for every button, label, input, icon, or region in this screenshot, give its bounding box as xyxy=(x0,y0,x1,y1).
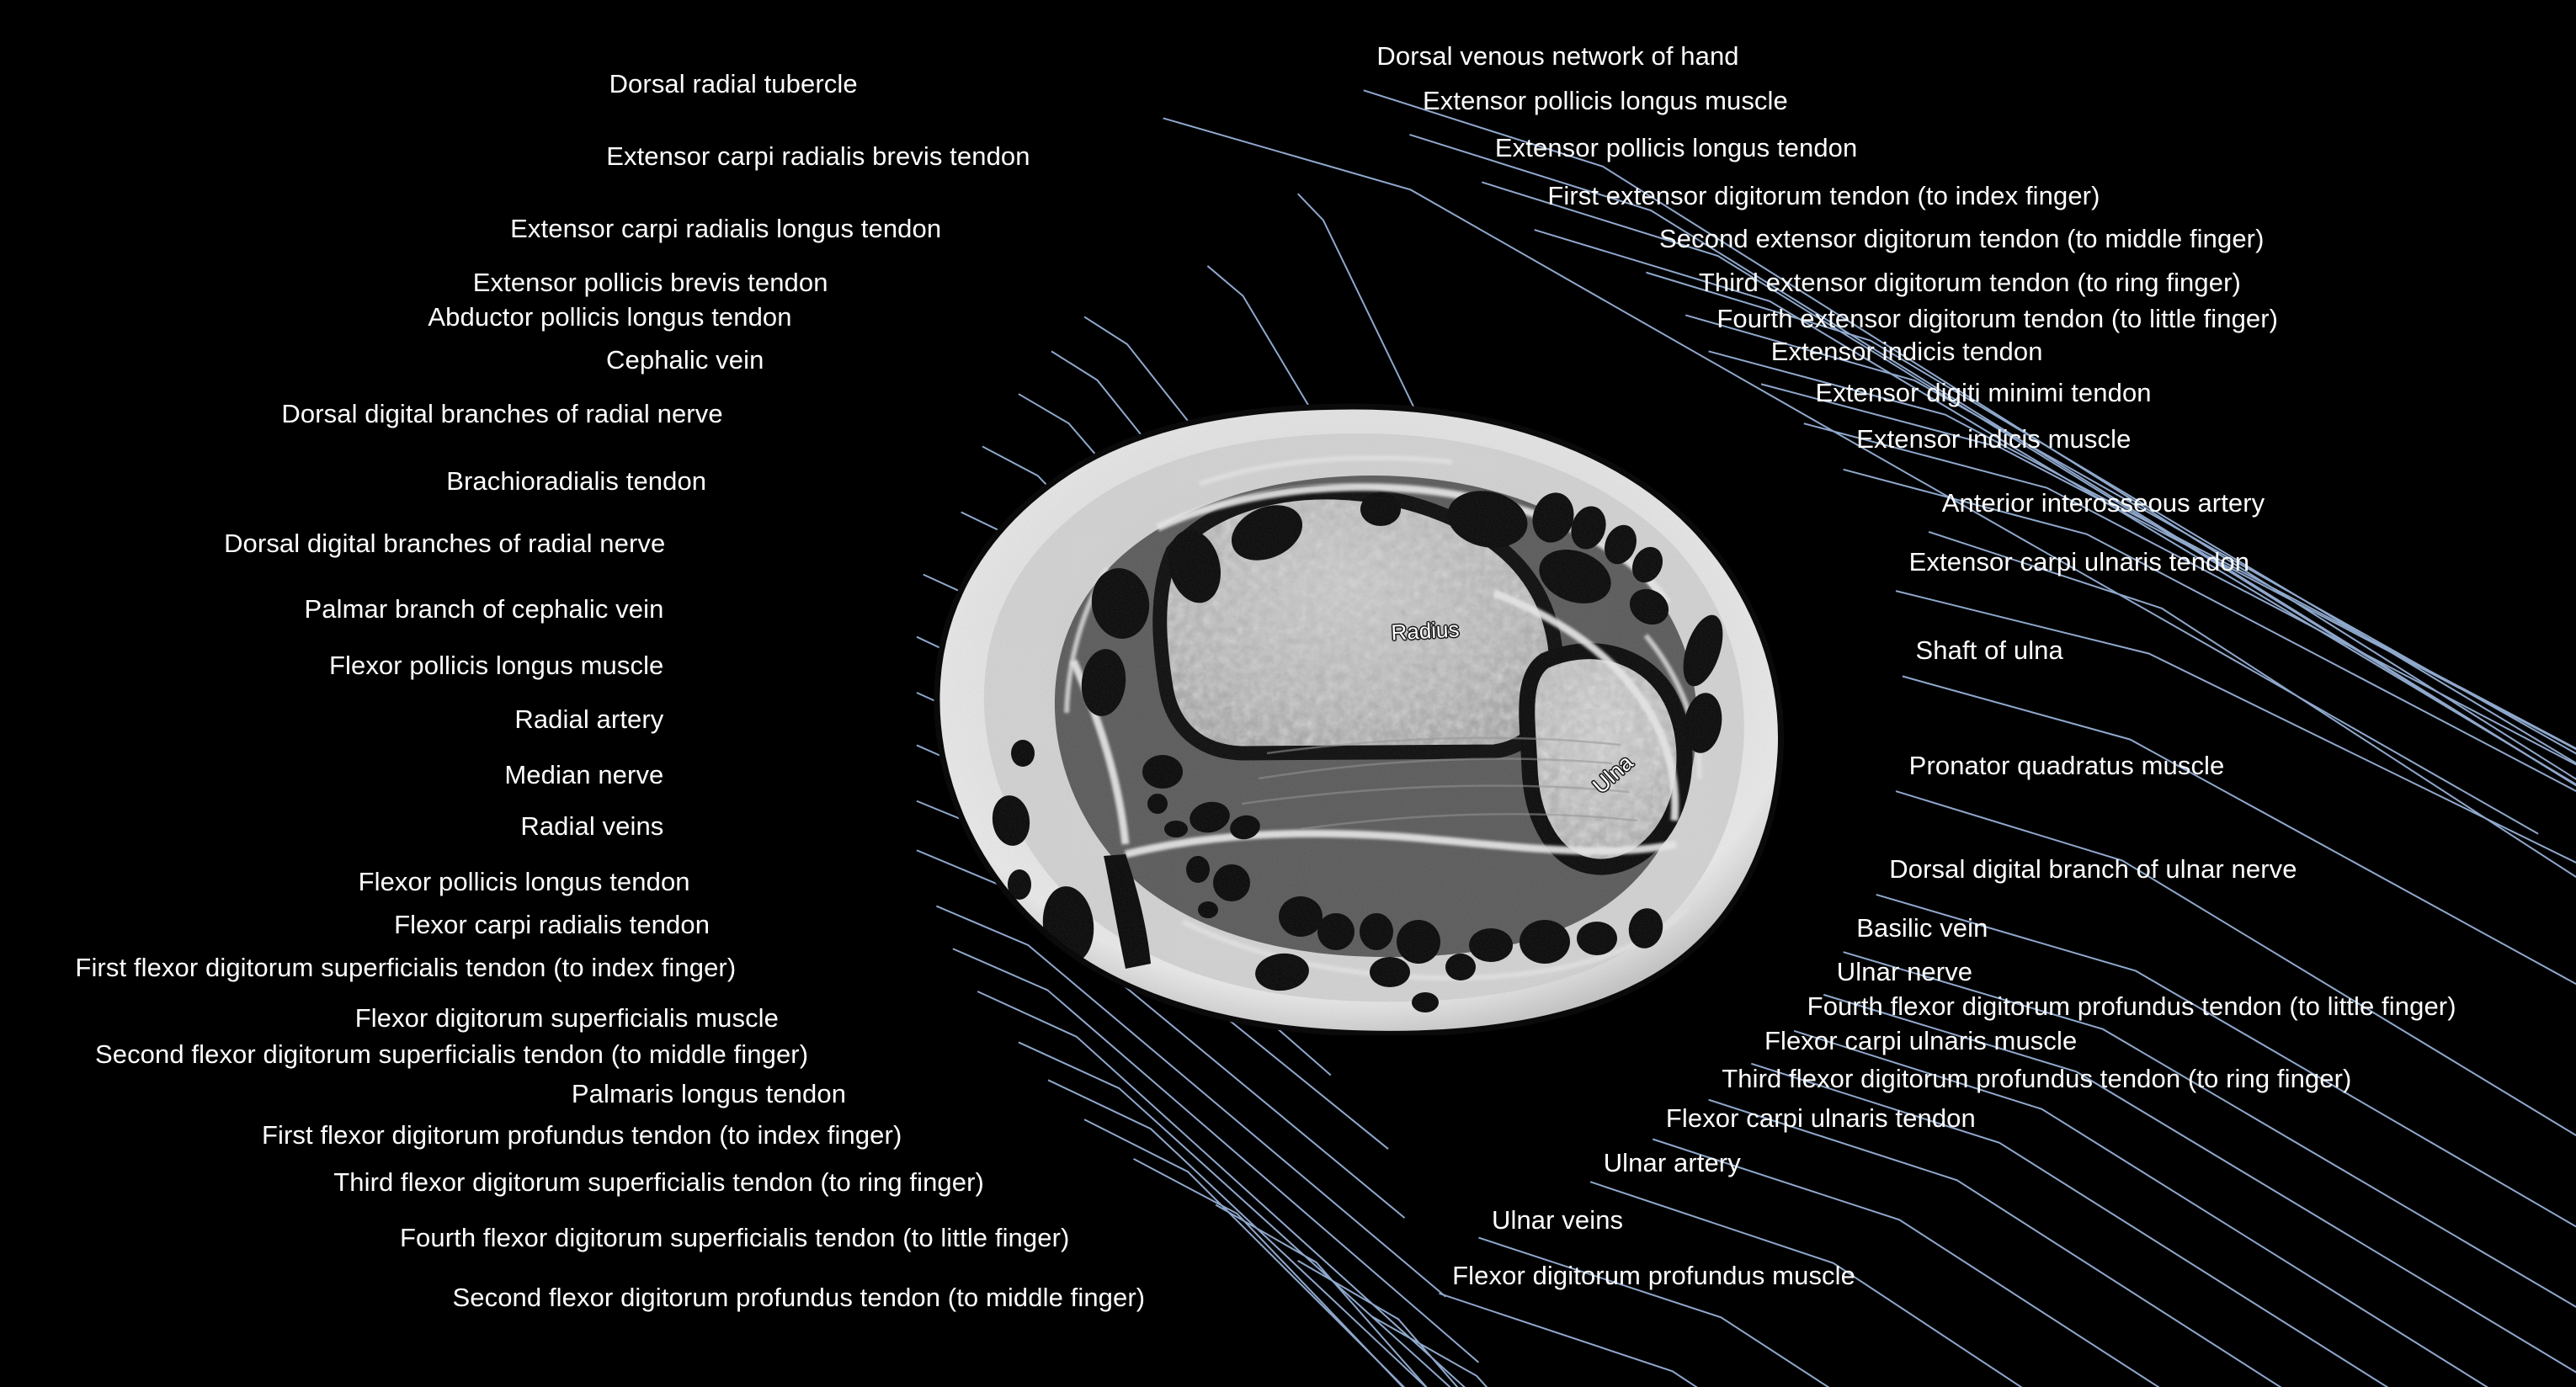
anatomy-label-flexor-digitorum-superficialis-muscle: Flexor digitorum superficialis muscle xyxy=(354,1003,780,1034)
leader-line xyxy=(1928,530,2576,879)
anatomy-label-palmar-branch-of-cephalic-vein: Palmar branch of cephalic vein xyxy=(304,594,664,624)
anatomy-label-cephalic-vein: Cephalic vein xyxy=(606,344,764,375)
anatomy-label-dorsal-digital-branch-of-ulnar-nerve: Dorsal digital branch of ulnar nerve xyxy=(1889,853,2297,884)
leader-line xyxy=(1589,1181,2023,1387)
anatomy-label-flexor-pollicis-longus-muscle: Flexor pollicis longus muscle xyxy=(328,650,664,680)
leader-line xyxy=(1902,675,2576,986)
anatomy-label-dorsal-digital-branches-of-radial-nerve: Dorsal digital branches of radial nerve xyxy=(224,529,666,559)
anatomy-label-fourth-flexor-digitorum-superficialis-tendon-to-little-finger: Fourth flexor digitorum superficialis te… xyxy=(400,1223,1070,1253)
anatomy-label-first-extensor-digitorum-tendon-to-index-finger: First extensor digitorum tendon (to inde… xyxy=(1547,180,2100,210)
anatomy-label-second-flexor-digitorum-profundus-tendon-to-middle-finger: Second flexor digitorum profundus tendon… xyxy=(452,1282,1146,1312)
leader-line xyxy=(1296,193,1440,460)
anatomy-label-flexor-carpi-radialis-tendon: Flexor carpi radialis tendon xyxy=(394,909,711,939)
leader-line xyxy=(1823,993,2576,1374)
anatomy-label-radial-artery: Radial artery xyxy=(514,704,664,735)
leader-line xyxy=(1685,314,2576,755)
leader-line xyxy=(977,991,1466,1387)
leader-line xyxy=(1534,229,2576,786)
anatomy-label-first-flexor-digitorum-profundus-tendon-to-index-finger: First flexor digitorum profundus tendon … xyxy=(261,1119,902,1150)
leader-line xyxy=(1876,893,2576,1228)
anatomy-label-anterior-interosseous-artery: Anterior interosseous artery xyxy=(1941,487,2265,518)
anatomy-label-second-extensor-digitorum-tendon-to-middle-finger: Second extensor digitorum tendon (to mid… xyxy=(1659,223,2265,253)
leader-line xyxy=(1371,1315,1488,1387)
anatomy-label-fourth-flexor-digitorum-profundus-tendon-to-little-finger: Fourth flexor digitorum profundus tendon… xyxy=(1807,991,2456,1022)
leader-line xyxy=(1843,951,2576,1308)
anatomy-label-dorsal-radial-tubercle: Dorsal radial tubercle xyxy=(609,69,858,99)
anatomy-label-palmaris-longus-tendon: Palmaris longus tendon xyxy=(571,1078,847,1108)
anatomy-label-pronator-quadratus-muscle: Pronator quadratus muscle xyxy=(1908,750,2225,780)
bone-label-radius: Radius xyxy=(1390,615,1460,646)
leader-line xyxy=(935,905,1446,1298)
leader-line xyxy=(1760,383,2576,751)
anatomy-label-flexor-carpi-ulnaris-tendon: Flexor carpi ulnaris tendon xyxy=(1665,1103,1976,1133)
leader-line xyxy=(1478,1236,1830,1387)
anatomy-label-second-flexor-digitorum-superficialis-tendon-to-middle-finger: Second flexor digitorum superficialis te… xyxy=(94,1039,809,1069)
anatomy-label-third-extensor-digitorum-tendon-to-ring-finger: Third extensor digitorum tendon (to ring… xyxy=(1698,268,2241,298)
leader-line xyxy=(1481,181,2576,787)
leader-line xyxy=(1803,422,2576,766)
leader-line xyxy=(1439,1292,1698,1387)
leader-line xyxy=(1163,117,2539,835)
leader-line xyxy=(952,948,1480,1363)
anatomy-label-fourth-extensor-digitorum-tendon-to-little-finger: Fourth extensor digitorum tendon (to lit… xyxy=(1716,304,2279,334)
anatomy-label-extensor-carpi-radialis-brevis-tendon: Extensor carpi radialis brevis tendon xyxy=(606,141,1030,172)
anatomy-label-dorsal-digital-branches-of-radial-nerve: Dorsal digital branches of radial nerve xyxy=(281,399,723,429)
anatomy-label-extensor-pollicis-longus-tendon: Extensor pollicis longus tendon xyxy=(1494,133,1858,163)
anatomy-label-abductor-pollicis-longus-tendon: Abductor pollicis longus tendon xyxy=(428,302,792,332)
anatomy-label-brachioradialis-tendon: Brachioradialis tendon xyxy=(446,466,707,497)
leader-line xyxy=(1708,1098,2282,1387)
leader-line xyxy=(1047,1079,1428,1387)
leader-line xyxy=(1751,1062,2389,1387)
anatomy-label-third-flexor-digitorum-superficialis-tendon-to-ring-finger: Third flexor digitorum superficialis ten… xyxy=(333,1167,984,1198)
anatomy-label-extensor-carpi-ulnaris-tendon: Extensor carpi ulnaris tendon xyxy=(1908,546,2250,577)
anatomy-label-median-nerve: Median nerve xyxy=(504,760,664,790)
leader-line xyxy=(1652,1138,2160,1387)
leader-line xyxy=(1297,1259,1459,1387)
anatomy-label-flexor-digitorum-profundus-muscle: Flexor digitorum profundus muscle xyxy=(1452,1261,1855,1291)
leader-line xyxy=(1363,89,2576,780)
anatomy-label-basilic-vein: Basilic vein xyxy=(1856,912,1988,943)
anatomy-label-extensor-pollicis-brevis-tendon: Extensor pollicis brevis tendon xyxy=(472,268,828,298)
anatomy-label-extensor-indicis-tendon: Extensor indicis tendon xyxy=(1770,337,2043,367)
anatomy-label-shaft-of-ulna: Shaft of ulna xyxy=(1915,635,2063,666)
anatomy-label-flexor-carpi-ulnaris-muscle: Flexor carpi ulnaris muscle xyxy=(1764,1026,2078,1056)
anatomy-label-extensor-carpi-radialis-longus-tendon: Extensor carpi radialis longus tendon xyxy=(510,213,942,243)
anatomy-label-extensor-digiti-minimi-tendon: Extensor digiti minimi tendon xyxy=(1815,377,2152,407)
leader-line xyxy=(1083,1119,1406,1387)
leader-line xyxy=(1843,468,2576,792)
anatomy-label-extensor-pollicis-longus-muscle: Extensor pollicis longus muscle xyxy=(1423,85,1788,115)
anatomy-label-extensor-indicis-muscle: Extensor indicis muscle xyxy=(1856,423,2132,454)
anatomy-label-flexor-pollicis-longus-tendon: Flexor pollicis longus tendon xyxy=(358,867,690,897)
anatomy-label-third-flexor-digitorum-profundus-tendon-to-ring-finger: Third flexor digitorum profundus tendon … xyxy=(1722,1064,2352,1094)
leader-line xyxy=(1895,590,2576,864)
leader-line xyxy=(1708,350,2576,750)
leader-line xyxy=(1215,1204,1428,1387)
anatomy-label-first-flexor-digitorum-superficialis-tendon-to-index-finger: First flexor digitorum superficialis ten… xyxy=(75,952,737,982)
leader-line xyxy=(1895,790,2576,1137)
anatomy-label-ulnar-nerve: Ulnar nerve xyxy=(1836,957,1973,987)
leader-line xyxy=(1018,1041,1451,1387)
anatomy-label-ulnar-artery: Ulnar artery xyxy=(1603,1147,1741,1177)
mri-axial-slice-graphic xyxy=(934,403,1784,1035)
anatomy-label-radial-veins: Radial veins xyxy=(520,810,664,841)
leader-line xyxy=(1646,271,2576,764)
anatomy-label-dorsal-venous-network-of-hand: Dorsal venous network of hand xyxy=(1376,41,1739,72)
leader-line xyxy=(1793,1029,2489,1387)
anatomy-label-ulnar-veins: Ulnar veins xyxy=(1491,1204,1624,1235)
leader-line xyxy=(1133,1158,1404,1387)
mri-cross-section: Radius Ulna xyxy=(905,383,1802,1035)
